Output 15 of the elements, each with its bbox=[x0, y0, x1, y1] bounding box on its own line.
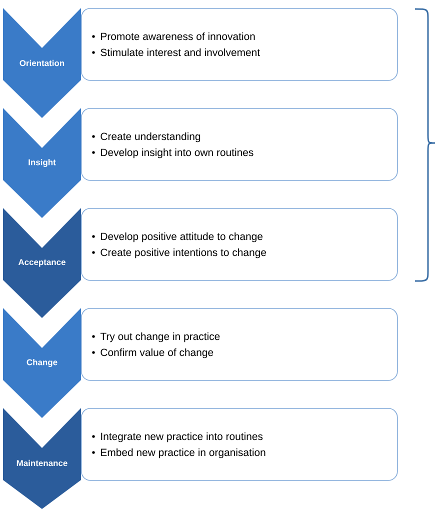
bullet-text: Confirm value of change bbox=[100, 348, 214, 358]
stage-block: Insight bbox=[3, 108, 81, 218]
bullet-text: Create understanding bbox=[100, 132, 200, 142]
stage-block: Orientation bbox=[3, 8, 81, 118]
bullet-text: Create positive intentions to change bbox=[100, 248, 266, 258]
stage-block: Change bbox=[3, 308, 81, 418]
stage-block: Acceptance bbox=[3, 208, 81, 318]
bullet-text: Try out change in practice bbox=[100, 332, 220, 342]
bullet-text: Develop positive attitude to change bbox=[101, 232, 263, 242]
stage-block: Maintenance bbox=[3, 408, 81, 509]
bullet-text: Stimulate interest and involvement bbox=[100, 48, 260, 56]
bullet-text: Develop insight into own routines bbox=[101, 148, 254, 158]
bullet-text: Embed new practice in organisation bbox=[101, 448, 266, 458]
bullet-text: Promote awareness of innovation bbox=[101, 32, 255, 40]
bullet-text: Integrate new practice into routines bbox=[101, 432, 263, 442]
